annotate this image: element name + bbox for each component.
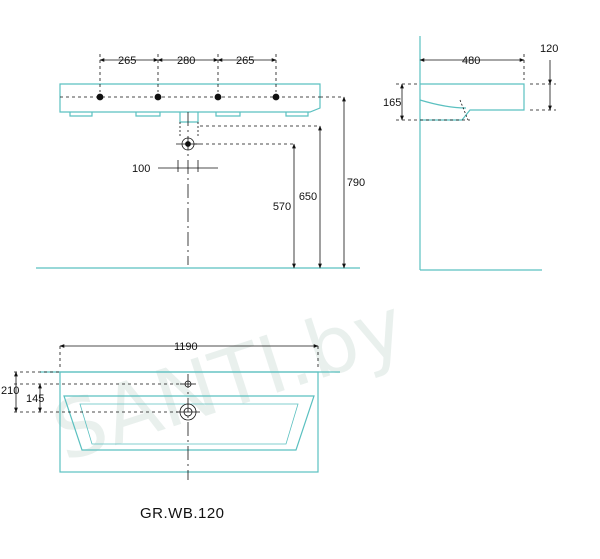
model-label: GR.WB.120 (140, 505, 225, 522)
basin-side-outline (420, 83, 525, 121)
dim-120: 120 (540, 43, 558, 55)
dim-790: 790 (347, 177, 365, 189)
side-view-labels: 480 120 165 (383, 43, 558, 109)
dim-165: 165 (383, 97, 401, 109)
tap-hole-1 (96, 93, 104, 101)
drain-neck (179, 112, 199, 123)
top-view-dims (14, 344, 319, 480)
front-view-labels: 265 280 265 100 570 650 790 (118, 55, 365, 213)
dim-210: 210 (1, 385, 19, 397)
tap-hole-3 (214, 93, 222, 101)
front-view-dims (60, 54, 346, 269)
dim-145: 145 (26, 393, 44, 405)
dim-265-right: 265 (236, 55, 254, 67)
dim-1190: 1190 (174, 341, 198, 353)
side-view-dims (396, 54, 556, 121)
dim-650: 650 (299, 191, 317, 203)
dim-480: 480 (462, 55, 480, 67)
basin-front-outline (59, 83, 321, 113)
top-view-labels: 1190 210 145 (1, 341, 198, 405)
dim-100: 100 (132, 163, 150, 175)
top-view (40, 371, 340, 473)
bowl-outline (63, 395, 315, 451)
front-view (36, 83, 360, 269)
dim-280: 280 (177, 55, 195, 67)
side-view (419, 36, 542, 271)
tap-hole-2 (154, 93, 162, 101)
dim-265-left: 265 (118, 55, 136, 67)
dim-570: 570 (273, 201, 291, 213)
tap-hole-4 (272, 93, 280, 101)
